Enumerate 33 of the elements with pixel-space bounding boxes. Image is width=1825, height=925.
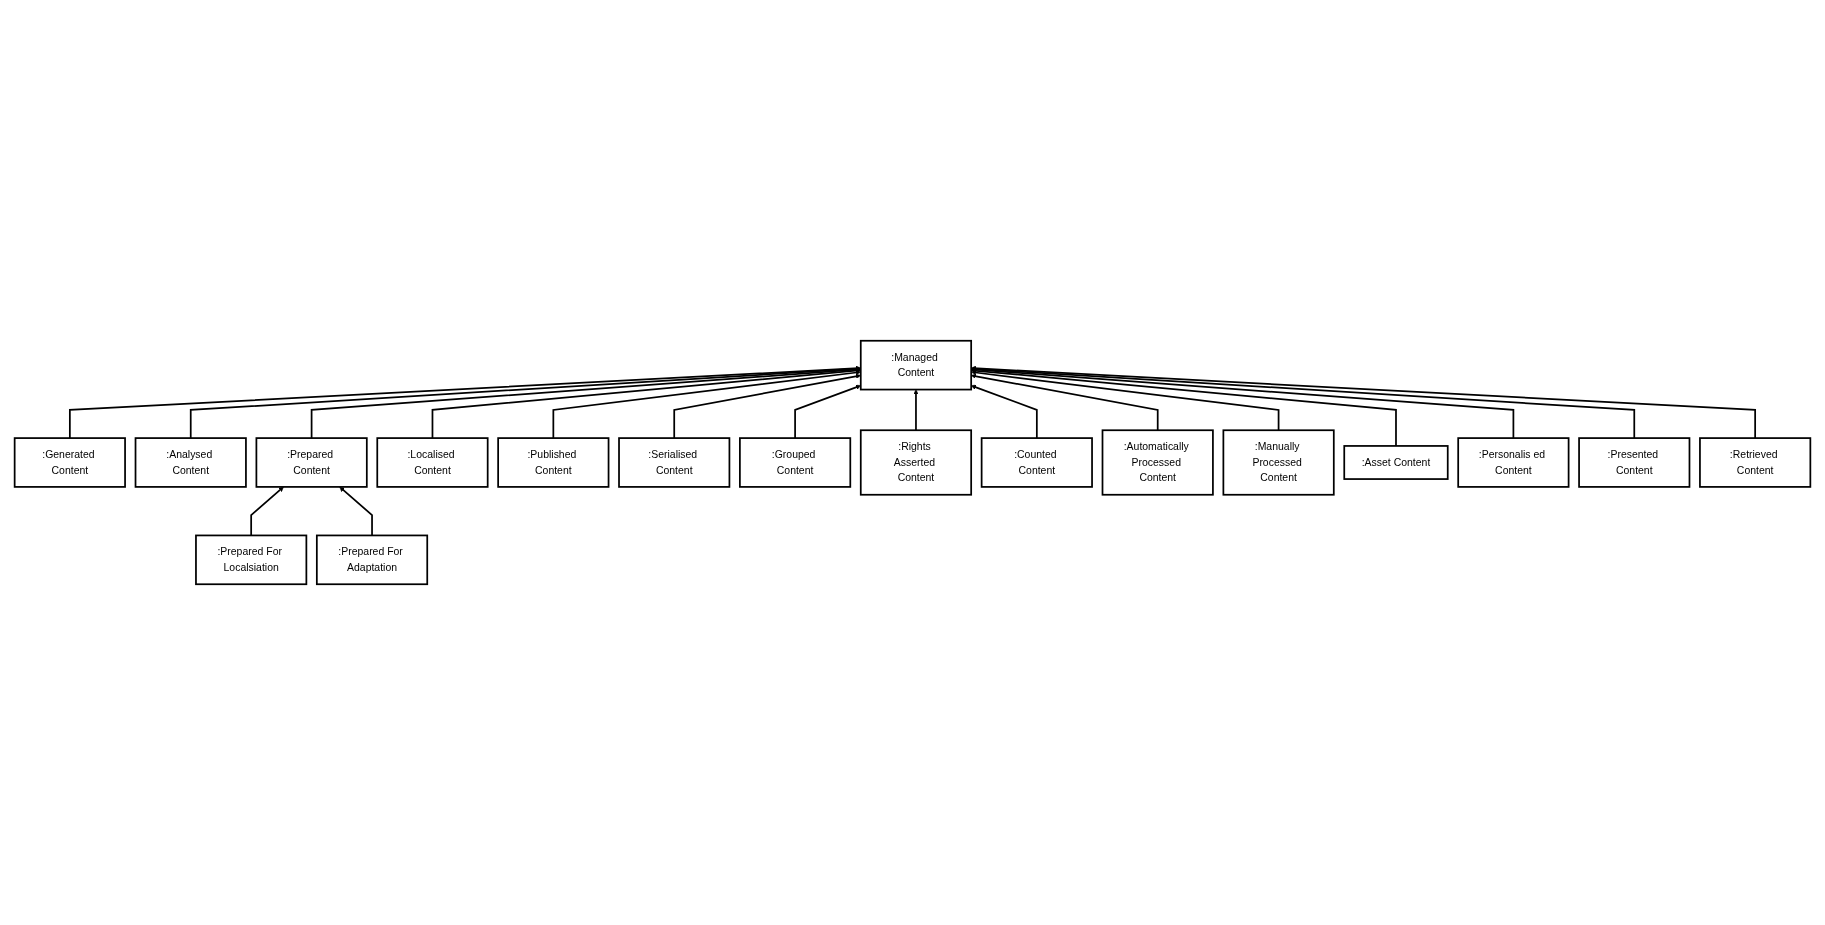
- node-box: :Retrieved Content: [1699, 437, 1812, 488]
- arrow: [189, 366, 861, 439]
- arrow: [431, 368, 861, 439]
- node-box: :Personalis ed Content: [1457, 437, 1570, 488]
- arrow: [673, 373, 861, 439]
- arrow: [310, 367, 861, 439]
- node-box: :Grouped Content: [739, 437, 852, 488]
- node-box: :Analysed Content: [134, 437, 247, 488]
- node-box: :Asset Content: [1343, 445, 1449, 480]
- arrow: [970, 365, 1756, 439]
- node-box: :Presented Content: [1578, 437, 1691, 488]
- arrow: [250, 486, 284, 537]
- node-box: :Serialised Content: [618, 437, 731, 488]
- node-box: :Localised Content: [376, 437, 489, 488]
- arrow: [913, 389, 919, 432]
- node-box: :Published Content: [497, 437, 610, 488]
- arrow: [552, 370, 861, 439]
- arrow: [794, 384, 861, 439]
- node-box: :Prepared For Adaptation: [315, 534, 429, 586]
- arrow: [970, 384, 1038, 439]
- arrow: [339, 486, 373, 537]
- arrow: [970, 367, 1515, 439]
- node-box: :Prepared For Localsiation: [195, 534, 308, 586]
- node-box: :Manually Processed Content: [1222, 429, 1335, 496]
- node-box: :Prepared Content: [255, 437, 368, 488]
- arrow: [69, 365, 861, 439]
- node-box: :Counted Content: [980, 437, 1093, 488]
- node-box: :Automatically Processed Content: [1101, 429, 1214, 496]
- node-box: :Generated Content: [13, 437, 126, 488]
- arrow: [970, 368, 1397, 447]
- node-box: :Managed Content: [859, 339, 973, 391]
- arrow: [970, 366, 1636, 439]
- node-box: :Rights Asserted Content: [859, 429, 973, 496]
